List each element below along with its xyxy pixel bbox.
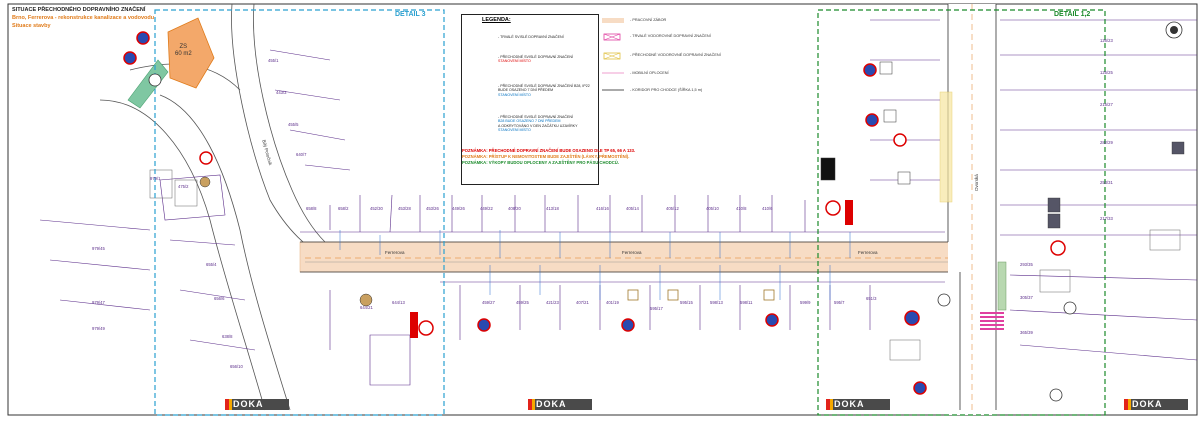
parcel-label: 638/8	[222, 334, 233, 339]
parcel-label: 401/19	[606, 300, 619, 305]
legend-e3a: - PŘECHODNÉ SVISLÉ DOPRAVNÍ ZNAČENÍ	[498, 84, 574, 88]
parcel-label: 293/35	[1020, 262, 1033, 267]
parcel-label: 282/29	[1100, 140, 1113, 145]
legend-entry-permanent: - TRVALÉ SVISLÉ DOPRAVNÍ ZNAČENÍ	[498, 35, 564, 39]
parcel-label: 421/23	[546, 300, 559, 305]
notes: POZNÁMKA: PŘECHODNÉ DOPRAVNÍ ZNAČENÍ BUD…	[462, 148, 635, 166]
parcel-label: 413/18	[546, 206, 559, 211]
note-2: POZNÁMKA: PŘÍSTUP K NEMOVITOSTEM BUDE ZA…	[462, 154, 630, 159]
legend-work-zone: - PRACOVNÍ ZÁBOR	[630, 18, 667, 22]
parcel-label: 408/20	[508, 206, 521, 211]
legend-e4d: STANOVENÍ MÍSTO	[498, 127, 531, 132]
parcel-label: 979/45	[92, 246, 105, 251]
legend-pedestrian-corridor: - KORIDOR PRO CHODCE (ŠÍŘKA 1,5 m)	[630, 88, 703, 92]
parcel-label: 305/37	[1020, 295, 1033, 300]
parcel-label: 651/3	[866, 296, 877, 301]
street-dvorska: Dvorská	[973, 174, 979, 191]
legend-temporary-marking: - PŘECHODNÉ VODOROVNÉ DOPRAVNÍ ZNAČENÍ	[630, 53, 721, 57]
note-1: POZNÁMKA: PŘECHODNÉ DOPRAVNÍ ZNAČENÍ BUD…	[462, 148, 636, 153]
legend-permanent-marking: - TRVALÉ VODOROVNÉ DOPRAVNÍ ZNAČENÍ	[630, 34, 711, 38]
parcel-label: 410/8	[736, 206, 747, 211]
parcel-label: 656/10	[230, 364, 243, 369]
legend-e3c: STANOVENÍ MÍSTO	[498, 92, 531, 97]
parcel-label: 405/14	[626, 206, 639, 211]
legend-e4c: A ODKRYTOVÁNO V DEN ZAČÁTKU UZAVÍRKY	[498, 123, 578, 128]
parcel-label: 598/13	[710, 300, 723, 305]
legend-mobile-fence: - MOBILNÍ OPLOCENÍ	[630, 71, 669, 75]
doka-logo: DOKA	[528, 399, 592, 410]
street-ferrerova-2: Ferrerova	[622, 250, 642, 255]
parcel-label: 453/26	[426, 206, 439, 211]
parcel-label: 644/13	[392, 300, 405, 305]
parcel-label: 215/27	[1100, 102, 1113, 107]
parcel-label: 644/21	[360, 305, 373, 310]
parcel-label: 459/27	[482, 300, 495, 305]
legend-e4a: - PŘECHODNÉ SVISLÉ DOPRAVNÍ ZNAČENÍ	[498, 115, 574, 119]
parcel-label: 655/4	[206, 262, 217, 267]
parcel-label: 599/9	[800, 300, 811, 305]
parcel-label: 452/30	[370, 206, 383, 211]
parcel-label: 254/31	[1100, 180, 1113, 185]
legend-entry-b28: - PŘECHODNÉ SVISLÉ DOPRAVNÍ ZNAČENÍ B28,…	[498, 84, 598, 97]
title-line-2: Brno, Ferrerova - rekonstrukce kanalizac…	[12, 15, 155, 21]
parcel-label: 459/25	[516, 300, 529, 305]
legend-box: LEGENDA: - TRVALÉ SVISLÉ DOPRAVNÍ ZNAČEN…	[461, 14, 599, 185]
drawing-title: SITUACE PŘECHODNÉHO DOPRAVNÍHO ZNAČENÍ B…	[12, 6, 154, 30]
parcel-label: 416/16	[596, 206, 609, 211]
parcel-label: 407/21	[576, 300, 589, 305]
legend-entry-temporary: - PŘECHODNÉ SVISLÉ DOPRAVNÍ ZNAČENÍ STAN…	[498, 55, 573, 64]
zs-label: ZS	[179, 44, 188, 50]
parcel-label: 658/2	[338, 206, 349, 211]
parcel-label: 979/49	[92, 326, 105, 331]
parcel-label: 449/22	[480, 206, 493, 211]
parcel-label: 217/33	[1100, 216, 1113, 221]
doka-logo: DOKA	[1124, 399, 1188, 410]
parcel-label: 979/1	[150, 176, 161, 181]
title-line-1: SITUACE PŘECHODNÉHO DOPRAVNÍHO ZNAČENÍ	[12, 7, 146, 13]
parcel-label: 405/10	[706, 206, 719, 211]
parcel-label: 979/47	[92, 300, 105, 305]
parcel-label: 595/15	[680, 300, 693, 305]
parcel-label: 455/5	[288, 122, 299, 127]
parcel-label: 449/26	[452, 206, 465, 211]
legend-heading: LEGENDA:	[482, 17, 511, 23]
detail-3-label: DETAIL 3	[395, 11, 426, 18]
parcel-label: 595/17	[650, 306, 663, 311]
parcel-label: 410/6	[762, 206, 773, 211]
parcel-label: 453/28	[398, 206, 411, 211]
doka-logo: DOKA	[826, 399, 890, 410]
legend-e2a: - PŘECHODNÉ SVISLÉ DOPRAVNÍ ZNAČENÍ	[498, 55, 574, 59]
street-ferrerova-1: Ferrerova	[385, 250, 405, 255]
parcel-label: 126/23	[1100, 38, 1113, 43]
parcel-label: 405/12	[666, 206, 679, 211]
parcel-label: 595/7	[834, 300, 845, 305]
parcel-label: 598/11	[740, 300, 753, 305]
legend-e4b: B28 BUDE OSAZENO 7 DNÍ PŘEDEM	[498, 119, 561, 124]
parcel-label: 658/8	[306, 206, 317, 211]
legend-e2b: STANOVENÍ MÍSTO	[498, 59, 531, 64]
parcel-label: 640/7	[296, 152, 307, 157]
parcel-label: 475/2	[178, 184, 189, 189]
legend-e3b: B28, IP22 BUDE OSAZENO 7 DNÍ PŘEDEM	[498, 84, 590, 93]
street-ferrerova-3: Ferrerova	[858, 250, 878, 255]
parcel-label: 656/6	[214, 296, 225, 301]
parcel-label: 125/25	[1100, 70, 1113, 75]
title-line-3: Situace stavby	[12, 23, 51, 29]
parcel-label: 365/39	[1020, 330, 1033, 335]
legend-entry-b28-covered: - PŘECHODNÉ SVISLÉ DOPRAVNÍ ZNAČENÍ B28 …	[498, 115, 577, 132]
zs-area: 60 m2	[175, 51, 192, 57]
detail-1-2-label: DETAIL 1,2	[1054, 11, 1091, 18]
parcel-label: 443/3	[276, 90, 287, 95]
parcel-label: 455/1	[268, 58, 279, 63]
zs-zone-label: ZS 60 m2	[175, 44, 192, 58]
doka-logo: DOKA	[225, 399, 289, 410]
note-3: POZNÁMKA: VÝKOPY BUDOU OPLOCENY A ZAJIŠT…	[462, 160, 619, 165]
